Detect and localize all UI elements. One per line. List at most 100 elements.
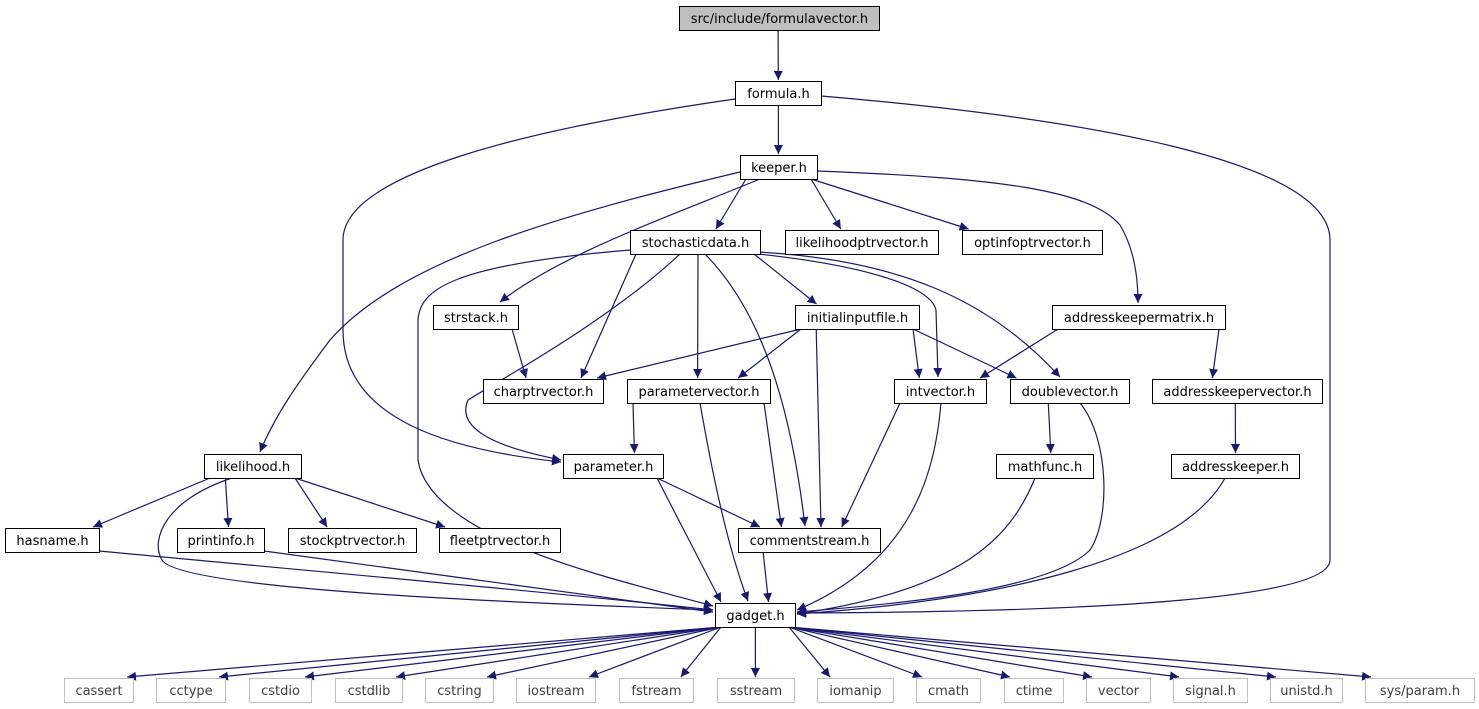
edge-strstack-to-charptrvector — [511, 328, 528, 379]
node-keeper[interactable]: keeper.h — [740, 155, 818, 180]
node-label-stockptrvector: stockptrvector.h — [300, 534, 406, 549]
node-label-cctype: cctype — [169, 684, 212, 699]
node-optinfoptrvector[interactable]: optinfoptrvector.h — [962, 230, 1103, 255]
node-box-commentstream — [738, 528, 881, 553]
node-label-fleetptrvector: fleetptrvector.h — [450, 534, 550, 549]
node-intvector[interactable]: intvector.h — [894, 379, 987, 404]
node-box-parameter — [563, 454, 664, 479]
edge-initialinputfile-to-parametervector — [737, 328, 802, 379]
node-cctype: cctype — [156, 678, 226, 703]
node-parametervector[interactable]: parametervector.h — [627, 379, 771, 404]
edge-stochasticdata-to-gadget — [417, 249, 714, 608]
edge-initialinputfile-to-doublevector — [912, 328, 1017, 379]
node-hasname[interactable]: hasname.h — [5, 528, 100, 553]
node-box-mathfunc — [996, 454, 1094, 479]
node-box-signal — [1173, 678, 1248, 703]
node-label-charptrvector: charptrvector.h — [494, 385, 594, 400]
node-box-gadget — [715, 603, 796, 628]
edges-layer — [92, 29, 1372, 681]
node-stockptrvector[interactable]: stockptrvector.h — [288, 528, 417, 553]
node-charptrvector[interactable]: charptrvector.h — [483, 379, 604, 404]
node-box-fleetptrvector — [439, 528, 561, 553]
node-signal: signal.h — [1173, 678, 1248, 703]
node-likelihood[interactable]: likelihood.h — [204, 454, 302, 479]
edge-initialinputfile-to-commentstream — [815, 328, 826, 528]
node-label-sstream: sstream — [730, 684, 782, 699]
node-box-iostream — [516, 678, 596, 703]
node-label-commentstream: commentstream.h — [750, 534, 870, 549]
node-commentstream[interactable]: commentstream.h — [738, 528, 881, 553]
edge-addresskeepermatrix-to-intvector — [979, 328, 1059, 379]
node-printinfo[interactable]: printinfo.h — [177, 528, 265, 553]
node-label-signal: signal.h — [1185, 684, 1236, 699]
edge-intvector-to-gadget — [796, 402, 942, 611]
edge-keeper-to-likelihood — [259, 171, 741, 453]
node-initialinputfile[interactable]: initialinputfile.h — [795, 305, 920, 330]
node-label-mathfunc: mathfunc.h — [1008, 460, 1083, 475]
node-box-cassert — [64, 678, 134, 703]
node-label-cmath: cmath — [928, 684, 969, 699]
node-mathfunc[interactable]: mathfunc.h — [996, 454, 1094, 479]
edge-gadget-to-cctype — [218, 626, 722, 681]
edge-gadget-to-cassert — [126, 626, 722, 681]
node-addresskeeper[interactable]: addresskeeper.h — [1171, 454, 1300, 479]
node-addresskeepermatrix[interactable]: addresskeepermatrix.h — [1052, 305, 1226, 330]
node-likelihoodptrvector[interactable]: likelihoodptrvector.h — [785, 230, 939, 255]
node-label-cassert: cassert — [75, 684, 122, 699]
node-label-addresskeeper: addresskeeper.h — [1182, 460, 1289, 475]
node-cassert: cassert — [64, 678, 134, 703]
node-box-fstream — [619, 678, 694, 703]
node-box-cmath — [916, 678, 981, 703]
node-box-charptrvector — [483, 379, 604, 404]
node-box-sstream — [717, 678, 795, 703]
node-doublevector[interactable]: doublevector.h — [1010, 379, 1130, 404]
node-label-cstdlib: cstdlib — [348, 684, 391, 699]
edge-stochasticdata-to-doublevector — [757, 251, 1061, 378]
node-box-vector — [1086, 678, 1151, 703]
node-label-unistd: unistd.h — [1280, 684, 1333, 699]
node-label-iomanip: iomanip — [829, 684, 881, 699]
node-formula[interactable]: formula.h — [735, 81, 822, 106]
edge-parametervector-to-gadget — [699, 402, 750, 602]
node-label-optinfoptrvector: optinfoptrvector.h — [974, 236, 1091, 251]
node-addresskeepervector[interactable]: addresskeepervector.h — [1152, 379, 1323, 404]
node-label-intvector: intvector.h — [906, 385, 975, 400]
node-box-doublevector — [1010, 379, 1130, 404]
node-fleetptrvector[interactable]: fleetptrvector.h — [439, 528, 561, 553]
node-label-ctime: ctime — [1016, 684, 1053, 699]
edge-keeper-to-optinfoptrvector — [810, 178, 969, 231]
node-formulavector[interactable]: src/include/formulavector.h — [679, 6, 880, 31]
node-box-strstack — [433, 305, 519, 330]
node-label-formulavector: src/include/formulavector.h — [691, 12, 868, 27]
node-box-parametervector — [627, 379, 771, 404]
edge-gadget-to-cstdlib — [395, 626, 722, 681]
node-label-doublevector: doublevector.h — [1022, 385, 1119, 400]
node-unistd: unistd.h — [1270, 678, 1343, 703]
node-box-stochasticdata — [630, 230, 761, 255]
edge-stochasticdata-to-charptrvector — [580, 253, 637, 379]
node-box-keeper — [740, 155, 818, 180]
node-box-likelihoodptrvector — [785, 230, 939, 255]
edge-initialinputfile-to-charptrvector — [596, 328, 802, 381]
node-gadget[interactable]: gadget.h — [715, 603, 796, 628]
node-box-formulavector — [679, 6, 880, 31]
node-label-hasname: hasname.h — [16, 534, 88, 549]
node-strstack[interactable]: strstack.h — [433, 305, 519, 330]
edge-gadget-to-ctime — [788, 626, 1011, 680]
node-box-printinfo — [177, 528, 265, 553]
edge-gadget-to-vector — [788, 626, 1093, 680]
edge-stochasticdata-to-parameter — [465, 253, 681, 463]
node-stochasticdata[interactable]: stochasticdata.h — [630, 230, 761, 255]
edge-commentstream-to-gadget — [762, 551, 773, 603]
node-box-cstdlib — [335, 678, 403, 703]
node-box-cstdio — [249, 678, 312, 703]
node-label-parameter: parameter.h — [574, 460, 654, 475]
node-iostream: iostream — [516, 678, 596, 703]
node-label-vector: vector — [1098, 684, 1140, 699]
edge-gadget-to-iostream — [588, 626, 722, 679]
node-parameter[interactable]: parameter.h — [563, 454, 664, 479]
edge-gadget-to-signal — [788, 626, 1180, 681]
nodes-layer: src/include/formulavector.h formula.h keep… — [5, 6, 1475, 703]
node-box-ctime — [1004, 678, 1064, 703]
edge-formula-to-gadget — [796, 95, 1331, 618]
